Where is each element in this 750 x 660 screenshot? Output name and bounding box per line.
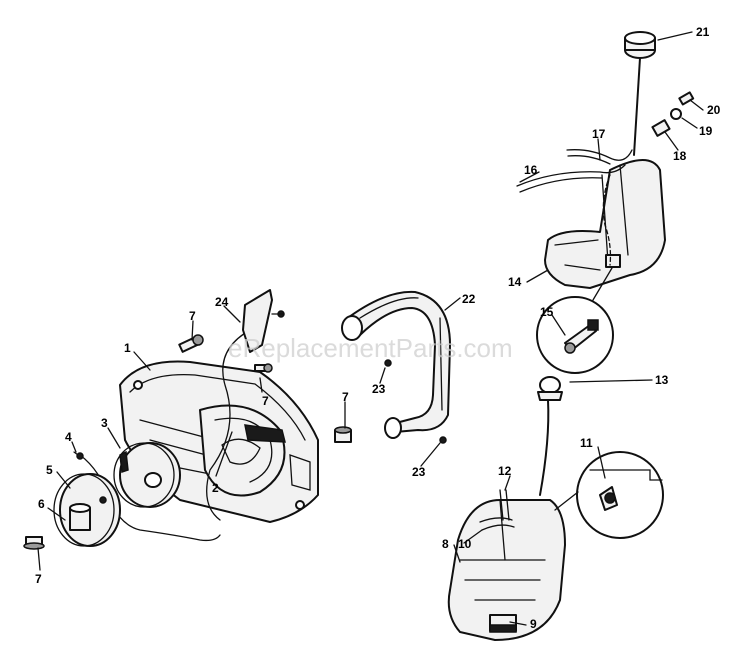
hub-part-6: [69, 503, 91, 531]
fuel-line-part-16-inner: [519, 177, 603, 193]
callout-10: 10: [458, 537, 472, 551]
screw-23-top: [384, 359, 392, 367]
screw-7-top: [178, 334, 204, 353]
detail-leader-11: [554, 491, 579, 511]
fitting-part-20: [678, 91, 695, 106]
screw-7-bottom: [23, 536, 45, 550]
oil-tank-part-8: [447, 499, 566, 641]
callout-4: 4: [65, 430, 72, 444]
callout-5: 5: [46, 463, 53, 477]
callout-17: 17: [592, 127, 606, 141]
callout-12: 12: [498, 464, 512, 478]
callout-23-bottom: 23: [412, 465, 426, 479]
callout-19: 19: [699, 124, 713, 138]
callout-20: 20: [707, 103, 721, 117]
callout-3: 3: [101, 416, 108, 430]
callout-8: 8: [442, 537, 449, 551]
callout-7-mid: 7: [262, 394, 269, 408]
oil-line-part-10: [479, 517, 515, 531]
vent-line-part-17-inner: [567, 155, 611, 165]
fuel-line-part-16: [516, 164, 626, 187]
callout-13: 13: [655, 373, 669, 387]
callout-18: 18: [673, 149, 687, 163]
oil-line-part-12: [499, 489, 510, 521]
leader-lines: [37, 31, 704, 626]
tank-cap-part-21: [624, 31, 656, 59]
fitting-part-18: [651, 119, 671, 137]
fuel-filter-part-15: [564, 319, 599, 354]
callout-7-top: 7: [189, 309, 196, 323]
callout-9: 9: [530, 617, 537, 631]
handle-bar-part-22: [341, 290, 451, 439]
detail-leader-15: [592, 267, 613, 301]
callout-22: 22: [462, 292, 476, 306]
callout-23-top: 23: [372, 382, 386, 396]
ignition-wire: [206, 329, 251, 521]
callout-11: 11: [580, 436, 593, 450]
callout-7-right: 7: [342, 390, 349, 404]
detail-circle-11: [576, 451, 664, 539]
watermark-text: eReplacementParts.com: [228, 333, 513, 363]
internal-pickup-line: [602, 174, 612, 266]
screw-7-right: [334, 426, 352, 443]
callout-15: 15: [540, 305, 554, 319]
cap-retainer-wire: [633, 57, 641, 156]
screw-23-bottom: [439, 436, 447, 444]
pin-part-4: [73, 451, 84, 460]
callout-16: 16: [524, 163, 538, 177]
vent-line-part-17: [566, 149, 633, 161]
callout-14: 14: [508, 275, 522, 289]
callout-labels: 1 2 3 4 5 6 7 7 7 7 8 9 10 11 12 13 14 1…: [35, 25, 721, 631]
check-valve-part-11: [589, 469, 663, 511]
callout-2: 2: [212, 481, 219, 495]
fitting-part-19: [670, 108, 682, 120]
oil-cap-part-13: [537, 376, 563, 401]
oil-cap-wire: [539, 399, 550, 496]
callout-6: 6: [38, 497, 45, 511]
callout-1: 1: [124, 341, 131, 355]
callout-24: 24: [215, 295, 229, 309]
screw-7-mid: [254, 363, 273, 373]
callout-7-bottom: 7: [35, 572, 42, 586]
bracket-part-24: [242, 289, 285, 353]
starter-pulley-part-3: [113, 442, 181, 508]
callout-21: 21: [696, 25, 710, 39]
